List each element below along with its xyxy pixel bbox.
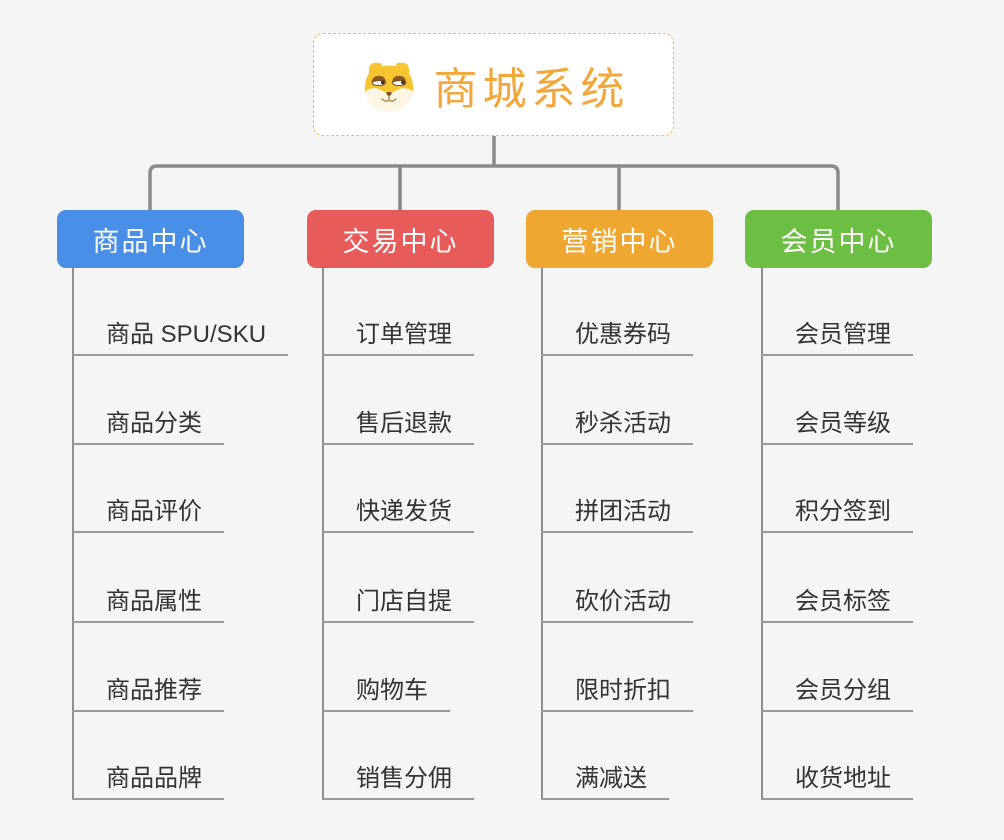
branch-trade-center[interactable]: 交易中心 (307, 210, 494, 268)
leaf-shopping-cart[interactable]: 购物车 (322, 666, 450, 712)
leaf-product-attribute[interactable]: 商品属性 (72, 577, 224, 623)
leaf-after-sales-refund[interactable]: 售后退款 (322, 399, 474, 445)
branch-label: 商品中心 (92, 226, 209, 257)
branch-label: 会员中心 (780, 226, 897, 257)
branch-label: 交易中心 (342, 226, 459, 257)
root-node[interactable]: 商城系统 (313, 33, 674, 136)
leaf-order-management[interactable]: 订单管理 (322, 310, 474, 356)
leaf-express-delivery[interactable]: 快递发货 (322, 487, 474, 533)
shiba-dog-icon (364, 62, 413, 112)
leaf-flash-sale[interactable]: 秒杀活动 (541, 399, 693, 445)
leaf-product-review[interactable]: 商品评价 (72, 487, 224, 533)
leaf-product-category[interactable]: 商品分类 (72, 399, 224, 445)
leaf-time-limited-discount[interactable]: 限时折扣 (541, 666, 693, 712)
leaf-member-level[interactable]: 会员等级 (761, 399, 913, 445)
branch-trunk-lines (72, 267, 763, 800)
branch-marketing-center[interactable]: 营销中心 (526, 210, 713, 268)
leaf-product-brand[interactable]: 商品品牌 (72, 754, 224, 800)
leaf-product-recommend[interactable]: 商品推荐 (72, 666, 224, 712)
leaf-coupon-code[interactable]: 优惠券码 (541, 310, 693, 356)
top-tree-connector (148, 136, 840, 211)
branch-label: 营销中心 (561, 226, 678, 257)
leaf-member-tag[interactable]: 会员标签 (761, 577, 913, 623)
leaf-store-pickup[interactable]: 门店自提 (322, 577, 474, 623)
leaf-member-management[interactable]: 会员管理 (761, 310, 913, 356)
leaf-member-group[interactable]: 会员分组 (761, 666, 913, 712)
leaf-group-buy[interactable]: 拼团活动 (541, 487, 693, 533)
leaf-sales-commission[interactable]: 销售分佣 (322, 754, 474, 800)
leaf-product-spu-sku[interactable]: 商品 SPU/SKU (72, 310, 289, 356)
leaf-bargain-activity[interactable]: 砍价活动 (541, 577, 693, 623)
leaf-full-reduction[interactable]: 满减送 (541, 754, 669, 800)
leaf-shipping-address[interactable]: 收货地址 (761, 754, 913, 800)
root-title: 商城系统 (433, 64, 630, 114)
leaf-points-checkin[interactable]: 积分签到 (761, 487, 913, 533)
branch-product-center[interactable]: 商品中心 (57, 210, 244, 268)
branch-member-center[interactable]: 会员中心 (745, 210, 932, 268)
